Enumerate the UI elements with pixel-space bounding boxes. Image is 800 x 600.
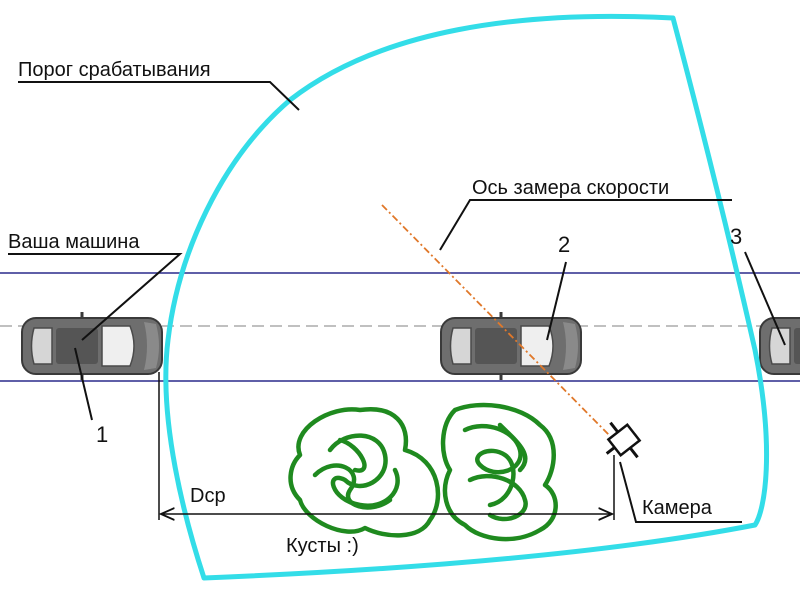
car-1-number: 1: [96, 422, 108, 447]
car-1: [20, 310, 164, 382]
car-3-number: 3: [730, 224, 742, 249]
leader-lines: [8, 81, 786, 523]
leader-your-car: [8, 253, 183, 341]
leader-camera: [619, 461, 742, 523]
leader-car-3: [744, 251, 786, 346]
your-car-label: Ваша машина: [8, 231, 140, 253]
threshold-label: Порог срабатывания: [18, 59, 211, 81]
speed-axis-line: [381, 204, 611, 437]
distance-label: Dcp: [190, 485, 226, 507]
leader-speed-axis: [439, 199, 732, 251]
car-2: [439, 310, 583, 382]
speed-axis-label: Ось замера скорости: [472, 177, 669, 199]
leader-car-2: [546, 261, 567, 341]
car-2-number: 2: [558, 232, 570, 257]
leader-car-1: [74, 347, 93, 421]
camera-label: Камера: [642, 497, 713, 519]
bushes: [288, 402, 558, 542]
bushes-label: Кусты :): [286, 535, 359, 557]
leader-threshold: [18, 81, 300, 111]
car-3: [758, 310, 800, 382]
threshold-zone-outline: [163, 13, 770, 581]
speed-camera-icon: [605, 421, 642, 459]
